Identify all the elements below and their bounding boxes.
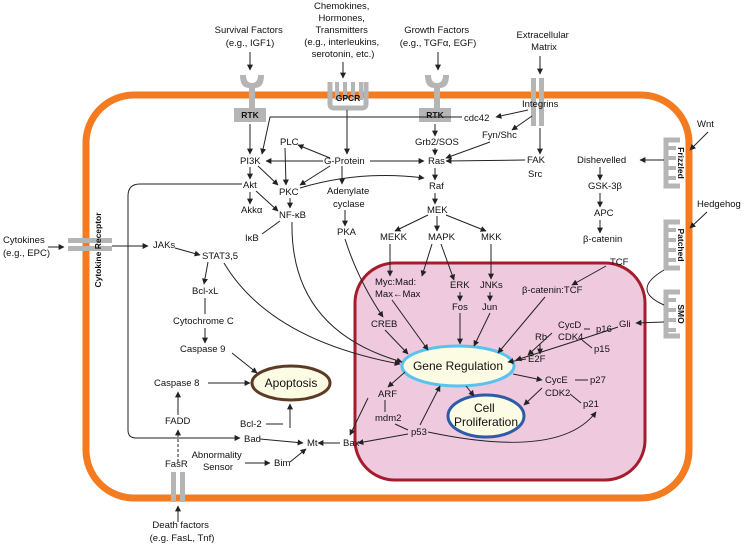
node-bad: Bad xyxy=(244,434,261,445)
node-bcl-2: Bcl-2 xyxy=(240,419,262,430)
node-p27: p27 xyxy=(590,375,606,386)
node-pi3k: PI3K xyxy=(240,156,261,167)
node-jun: Jun xyxy=(482,302,497,313)
node-mekk: MEKK xyxy=(380,232,408,243)
patched-receptor: Patched xyxy=(663,219,686,271)
node-cyce: CycE xyxy=(545,375,568,386)
growth-factors-label: Growth Factors (e.g., TGFα, EGF) xyxy=(400,25,477,49)
node-bim: Bim xyxy=(274,458,290,469)
node-src: Src xyxy=(528,169,543,180)
node-jnks: JNKs xyxy=(480,280,503,291)
node-plc: PLC xyxy=(280,137,299,148)
rtk-right-receptor: RTK xyxy=(419,75,451,122)
node-raf: Raf xyxy=(429,181,444,192)
death-factors-label: Death factors (e.g. FasL, Tnf) xyxy=(150,520,215,544)
node-cytochrome-c: Cytochrome C xyxy=(173,316,234,327)
node-max-max: Max←Max xyxy=(375,289,421,300)
smo-receptor: SMO xyxy=(663,289,686,339)
node-pka: PKA xyxy=(337,227,357,238)
integrins-label: Integrins xyxy=(522,99,559,110)
hedgehog-label: Hedgehog xyxy=(697,199,741,210)
cytokine-receptor: Cytokine Receptor xyxy=(68,212,112,288)
node-caspase-9: Caspase 9 xyxy=(180,344,225,355)
rtk-left-label: RTK xyxy=(241,110,259,120)
gene-regulation-node: Gene Regulation xyxy=(400,344,516,388)
node-nfkb: NF-κB xyxy=(279,210,306,221)
node-p16: p16 xyxy=(596,324,612,335)
node-creb: CREB xyxy=(371,319,397,330)
node-ikb: IκB xyxy=(245,233,259,244)
gpcr-receptor: GPCR xyxy=(327,82,369,111)
node-tcf: TCF xyxy=(610,257,629,268)
node-bcat-tcf: β-catenin:TCF xyxy=(522,285,583,296)
rtk-right-label: RTK xyxy=(426,110,444,120)
node-g-protein: G-Protein xyxy=(324,156,365,167)
node-caspase-8: Caspase 8 xyxy=(154,378,199,389)
node-stat: STAT3,5 xyxy=(202,251,238,262)
gpcr-label: GPCR xyxy=(336,93,361,103)
node-jaks: JAKs xyxy=(153,240,175,251)
node-mek: MEK xyxy=(427,205,448,216)
node-cdk2: CDK2 xyxy=(545,388,570,399)
node-grb2-sos: Grb2/SOS xyxy=(415,137,459,148)
node-dishevelled: Dishevelled xyxy=(577,155,626,166)
node-beta-catenin: β-catenin xyxy=(583,234,622,245)
node-p15: p15 xyxy=(594,344,610,355)
node-pkc: PKC xyxy=(279,187,299,198)
wnt-label: Wnt xyxy=(697,119,714,130)
node-bclxl: Bcl-xL xyxy=(192,286,218,297)
node-cdc42: cdc42 xyxy=(464,113,489,124)
patched-label: Patched xyxy=(676,228,686,261)
integrins-receptor: Integrins xyxy=(522,78,559,126)
extracellular-matrix-label: Extracellular Matrix xyxy=(517,30,572,53)
node-mapk: MAPK xyxy=(428,232,456,243)
node-mt: Mt xyxy=(307,438,318,449)
rtk-left-receptor: RTK xyxy=(234,75,266,122)
frizzled-label: Frizzled xyxy=(676,147,686,179)
chemokines-label: Chemokines, Hormones, Transmitters (e.g.… xyxy=(304,1,382,60)
node-e2f: E2F xyxy=(528,354,546,365)
node-ras: Ras xyxy=(428,156,445,167)
node-bax: Bax xyxy=(343,438,360,449)
node-apc: APC xyxy=(594,208,614,219)
node-p53: p53 xyxy=(411,427,427,438)
gene-regulation-label: Gene Regulation xyxy=(413,359,503,373)
node-fyn-shc: Fyn/Shc xyxy=(482,130,517,141)
node-cycd: CycD xyxy=(558,320,581,331)
node-arf: ARF xyxy=(378,389,397,400)
node-gli: Gli xyxy=(619,319,631,330)
node-fos: Fos xyxy=(452,302,468,313)
fasr-receptor: FasR xyxy=(165,459,188,502)
smo-label: SMO xyxy=(676,304,686,324)
node-fak: FAK xyxy=(527,155,546,166)
fasr-label: FasR xyxy=(165,459,188,470)
node-erk: ERK xyxy=(450,280,470,291)
node-mdm2: mdm2 xyxy=(375,413,401,424)
node-p21: p21 xyxy=(583,399,599,410)
cell-proliferation-node: Cell Proliferation xyxy=(446,393,526,439)
node-rb: Rb xyxy=(535,332,547,343)
node-fadd: FADD xyxy=(165,416,190,427)
survival-factors-label: Survival Factors (e.g., IGF1) xyxy=(215,25,286,49)
apoptosis-label: Apoptosis xyxy=(265,376,318,390)
frizzled-receptor: Frizzled xyxy=(663,137,686,189)
cytokine-receptor-label: Cytokine Receptor xyxy=(93,212,103,288)
node-gsk: GSK-3β xyxy=(588,181,623,192)
node-akt: Akt xyxy=(243,180,257,191)
node-adenylate-cyclase: Adenylate cyclase xyxy=(327,186,372,210)
apoptosis-node: Apoptosis xyxy=(250,364,332,402)
pathway-arrows xyxy=(48,52,709,522)
node-cdk4: CDK4 xyxy=(558,332,583,343)
cell-proliferation-label: Cell Proliferation xyxy=(454,401,518,429)
node-myc-mad: Myc:Mad: xyxy=(375,277,416,288)
cytokines-label: Cytokines (e.g., EPC) xyxy=(3,235,50,259)
node-akka: Akkα xyxy=(241,205,263,216)
node-abnormality-sensor: Abnormality Sensor xyxy=(192,450,245,473)
node-mkk: MKK xyxy=(481,232,502,243)
